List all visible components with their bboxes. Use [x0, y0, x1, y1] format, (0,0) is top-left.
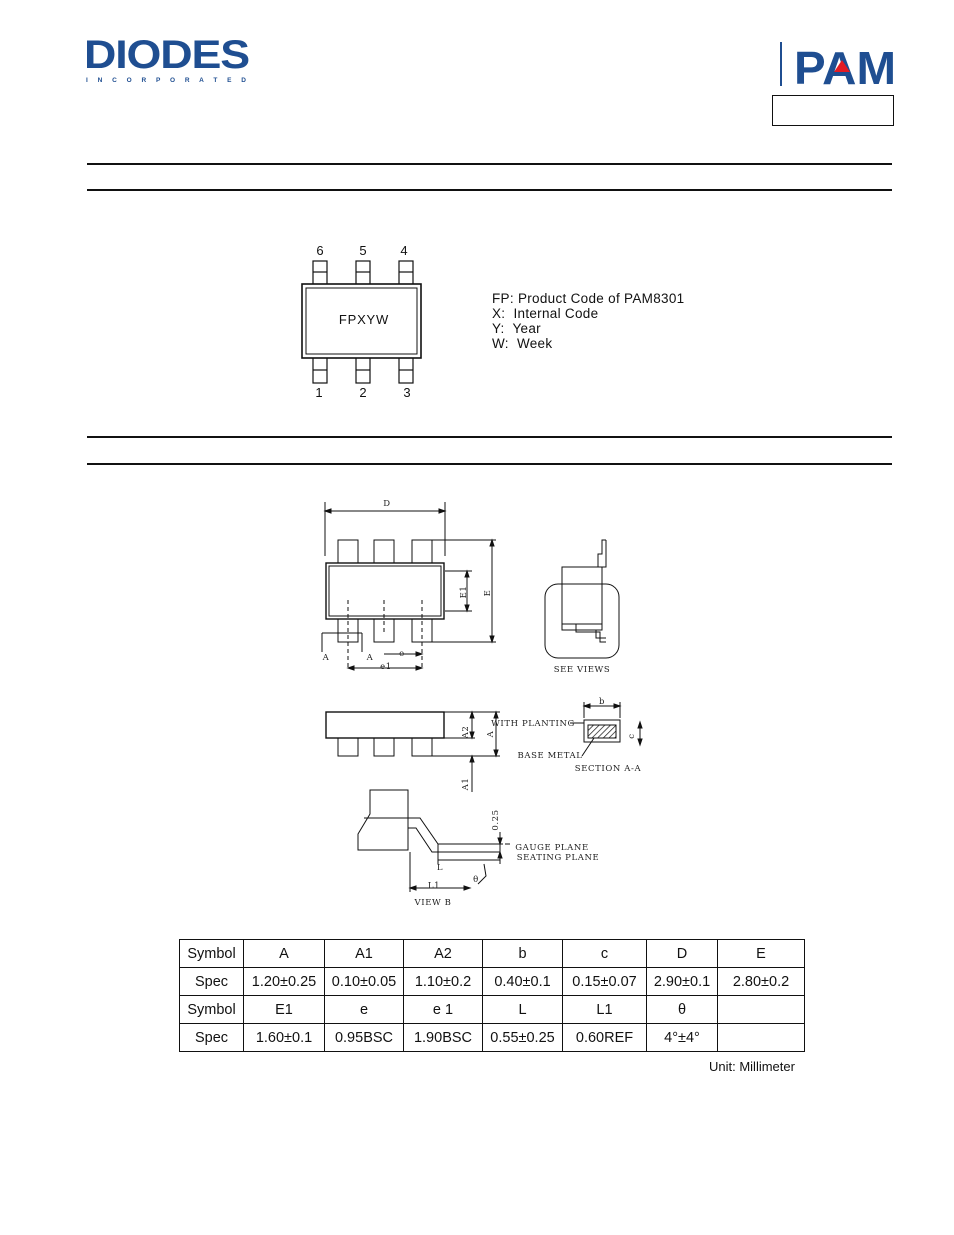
seating-plane-label: SEATING PLANE	[517, 853, 600, 863]
legend-line-internal-code: X: Internal Code	[492, 306, 599, 321]
unit-note: Unit: Millimeter	[709, 1059, 795, 1074]
table-cell: e 1	[403, 995, 483, 1024]
dim-label-A-left: A	[322, 653, 330, 663]
table-cell: b	[482, 939, 563, 968]
section-rule-mid-2	[87, 463, 892, 465]
view-b-label: VIEW B	[414, 898, 452, 908]
table-cell: 1.10±0.2	[403, 967, 483, 996]
front-view	[325, 710, 500, 792]
table-cell: Symbol	[179, 995, 244, 1024]
with-planting-label: WITH PLANTING	[491, 719, 575, 729]
pam-logo: PAM	[780, 42, 896, 88]
dimension-spec-table: Symbol A A1 A2 b c D E Spec 1.20±0.25 0.…	[179, 939, 805, 1052]
table-cell: e	[324, 995, 404, 1024]
table-cell: 0.95BSC	[324, 1023, 404, 1052]
top-view	[321, 502, 496, 671]
dim-label-b: b	[599, 697, 605, 707]
pin-label-4: 4	[400, 243, 407, 258]
section-a-a-label: SECTION A-A	[575, 764, 642, 774]
dim-label-L: L	[437, 863, 443, 873]
table-cell: A	[243, 939, 325, 968]
table-cell: 1.20±0.25	[243, 967, 325, 996]
table-cell: 0.10±0.05	[324, 967, 404, 996]
dim-label-A2: A2	[461, 726, 471, 740]
table-cell: 2.90±0.1	[646, 967, 718, 996]
pin-label-1: 1	[315, 385, 322, 400]
table-cell	[717, 1023, 805, 1052]
base-metal-label: BASE METAL	[517, 751, 582, 761]
table-cell: θ	[646, 995, 718, 1024]
table-cell: 4°±4°	[646, 1023, 718, 1052]
dim-label-E: E	[483, 590, 493, 597]
pin-4-lead	[398, 260, 414, 286]
pin-label-6: 6	[316, 243, 323, 258]
table-cell: E	[717, 939, 805, 968]
view-b	[357, 789, 510, 892]
dim-label-D: D	[383, 499, 390, 509]
document-code-box	[772, 95, 894, 126]
table-cell: E1	[243, 995, 325, 1024]
pin-label-5: 5	[359, 243, 366, 258]
table-cell: 0.15±0.07	[562, 967, 647, 996]
see-views-label: SEE VIEWS	[554, 665, 611, 675]
table-cell: L1	[562, 995, 647, 1024]
dim-label-c: c	[627, 733, 637, 738]
table-row: Symbol A A1 A2 b c D E	[179, 939, 805, 968]
table-row: Symbol E1 e e 1 L L1 θ	[179, 995, 805, 1024]
dim-label-E1: E1	[459, 586, 469, 599]
table-cell	[717, 995, 805, 1024]
side-view-small	[544, 539, 620, 659]
table-row: Spec 1.20±0.25 0.10±0.05 1.10±0.2 0.40±0…	[179, 967, 805, 996]
dim-label-A1: A1	[461, 778, 471, 792]
dim-label-e: e	[399, 649, 405, 659]
table-cell: D	[646, 939, 718, 968]
diodes-logo: DIODES I N C O R P O R A T E D	[84, 38, 250, 84]
table-cell: Spec	[179, 967, 244, 996]
package-body-inner	[305, 287, 418, 355]
table-cell: Spec	[179, 1023, 244, 1052]
table-cell: 0.55±0.25	[482, 1023, 563, 1052]
table-cell: Symbol	[179, 939, 244, 968]
pin-label-3: 3	[403, 385, 410, 400]
section-rule-mid-1	[87, 436, 892, 438]
marking-code: FPXYW	[339, 312, 389, 327]
table-cell: 1.90BSC	[403, 1023, 483, 1052]
dim-label-A-right: A	[366, 653, 374, 663]
table-cell: c	[562, 939, 647, 968]
legend-line-year: Y: Year	[492, 321, 541, 336]
pin-label-2: 2	[359, 385, 366, 400]
table-cell: A2	[403, 939, 483, 968]
table-row: Spec 1.60±0.1 0.95BSC 1.90BSC 0.55±0.25 …	[179, 1023, 805, 1052]
table-cell: 1.60±0.1	[243, 1023, 325, 1052]
dim-label-theta: θ	[473, 875, 479, 885]
table-cell: 0.60REF	[562, 1023, 647, 1052]
diodes-logo-text: DIODES	[84, 38, 249, 77]
marking-legend: FP: Product Code of PAM8301 X: Internal …	[492, 291, 684, 351]
dim-label-L1: L1	[428, 881, 440, 891]
table-cell: L	[482, 995, 563, 1024]
gauge-plane-label: GAUGE PLANE	[515, 843, 589, 853]
pin-5-lead	[355, 260, 371, 286]
table-cell: 0.40±0.1	[482, 967, 563, 996]
section-a-a	[570, 702, 643, 757]
diodes-logo-tagline: I N C O R P O R A T E D	[86, 77, 246, 84]
dim-label-A: A	[486, 730, 496, 738]
package-body-outer	[301, 283, 422, 359]
table-cell: A1	[324, 939, 404, 968]
table-cell: 2.80±0.2	[717, 967, 805, 996]
legend-line-product-code: FP: Product Code of PAM8301	[492, 291, 685, 306]
section-rule-top-2	[87, 189, 892, 191]
package-outline-drawing: D E1 E A A e e1 SEE VIEWS A2 A A1 WITH P…	[321, 499, 643, 908]
dim-label-e1: e1	[380, 662, 392, 672]
dim-label-0-25: 0.25	[491, 809, 501, 830]
pam-logo-accent-triangle	[834, 60, 850, 72]
marking-diagram: 6 5 4 1 2 3 FPXYW	[301, 243, 422, 400]
legend-line-week: W: Week	[492, 336, 553, 351]
section-rule-top-1	[87, 163, 892, 165]
pin-6-lead	[312, 260, 328, 286]
